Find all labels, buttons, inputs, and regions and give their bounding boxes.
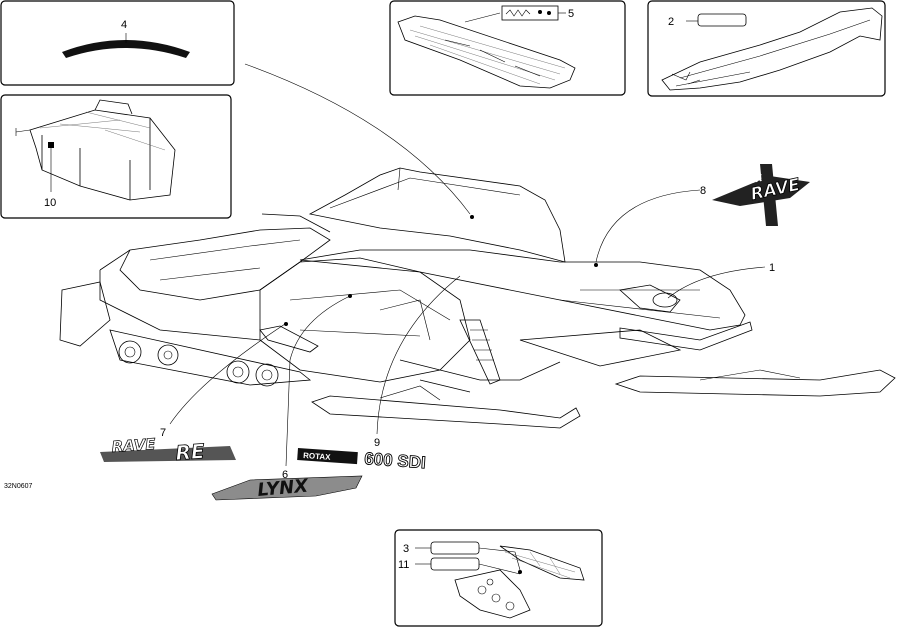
decal-6-lynx: LYNX xyxy=(211,476,363,501)
callout-6: 6 xyxy=(282,469,288,481)
snowmobile-illustration xyxy=(59,167,896,429)
callout-2: 2 xyxy=(668,16,674,28)
decal-9-model-text: 600 SDI xyxy=(364,449,427,472)
decal-9-rotax: ROTAX 600 SDI xyxy=(297,448,427,473)
inset-panel-oil-tank: 10 xyxy=(0,94,232,219)
decal-9-brand-text: ROTAX xyxy=(303,451,332,462)
inset-panel-decal-4: 4 xyxy=(0,0,235,86)
decal-7-rave-re: RAVE RE xyxy=(100,435,236,465)
diagram-code: 32N0607 xyxy=(4,483,33,490)
callout-3: 3 xyxy=(403,543,409,555)
inset-panel-hood: 2 xyxy=(647,0,886,97)
inset-panel-seat: 5 xyxy=(389,0,626,96)
callout-1: 1 xyxy=(769,262,775,274)
decal-7-main-text: RAVE xyxy=(111,435,157,456)
callouts: 1 8 7 9 6 xyxy=(160,185,775,481)
decal-6-text: LYNX xyxy=(257,476,310,501)
callout-10: 10 xyxy=(44,197,56,209)
callout-8: 8 xyxy=(700,185,706,197)
decal-4-arc xyxy=(62,40,190,58)
callout-4: 4 xyxy=(121,19,127,31)
callout-5: 5 xyxy=(568,8,574,20)
decal-8-rave-emblem: LYNX RAVE xyxy=(712,164,810,226)
inset-panel-footrest: 3 11 xyxy=(394,529,603,627)
callout-11: 11 xyxy=(398,559,409,571)
leader-lines xyxy=(169,63,766,467)
callout-7: 7 xyxy=(160,427,166,439)
decal-7-suffix-text: RE xyxy=(175,439,206,465)
callout-9: 9 xyxy=(374,437,380,449)
bogie-wheels xyxy=(118,340,279,387)
